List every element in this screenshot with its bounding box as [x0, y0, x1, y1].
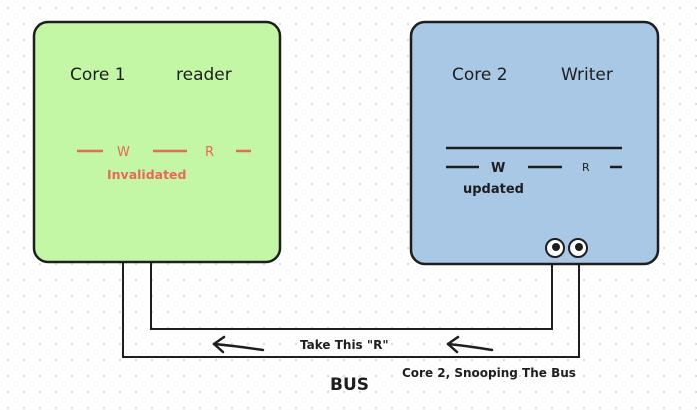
core1-status: Invalidated	[107, 167, 187, 182]
bus-wires	[122, 262, 580, 358]
core1-box: Core 1 reader W R Invalidated	[32, 20, 282, 264]
inner-bus-wire	[150, 262, 553, 330]
bus-label: BUS	[330, 375, 369, 395]
eyes-icon	[545, 238, 588, 258]
core2-title: Core 2	[452, 65, 508, 85]
core2-status: updated	[463, 182, 524, 197]
transfer-arrow-right	[446, 335, 494, 354]
core2-word-r: R	[582, 161, 590, 174]
core1-word-r: R	[205, 145, 214, 160]
core1-word-w: W	[117, 145, 130, 160]
outer-bus-wire	[122, 262, 580, 358]
snoop-label: Core 2, Snooping The Bus	[402, 366, 576, 380]
core2-box: Core 2 Writer W R updated	[409, 20, 660, 266]
core2-role: Writer	[561, 65, 613, 85]
transfer-label: Take This "R"	[300, 338, 389, 352]
core1-role: reader	[176, 65, 232, 85]
core1-title: Core 1	[70, 65, 126, 85]
core2-word-w: W	[491, 161, 505, 176]
transfer-arrow-left	[212, 335, 265, 354]
